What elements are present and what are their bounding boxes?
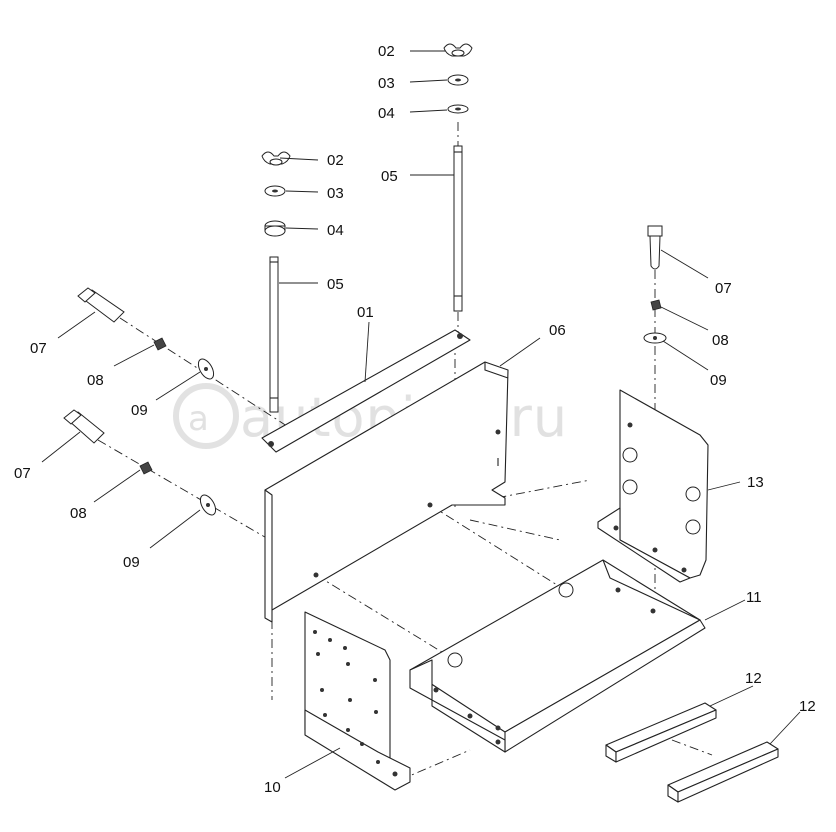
label-07-left-upper: 07 — [30, 340, 47, 357]
svg-text:a: a — [188, 399, 210, 439]
label-08-left-lower: 08 — [70, 505, 87, 522]
label-04-upper: 04 — [378, 105, 395, 122]
label-03-upper: 03 — [378, 75, 395, 92]
part-01-strap — [261, 329, 471, 453]
label-05-upper: 05 — [381, 168, 398, 185]
part-number-labels: 01 02 03 04 05 02 03 04 05 06 07 08 09 0… — [14, 43, 816, 796]
label-05-left: 05 — [327, 276, 344, 293]
label-08-left-upper: 08 — [87, 372, 104, 389]
label-04-left: 04 — [327, 222, 344, 239]
upper-stud-stack — [443, 43, 473, 312]
label-11: 11 — [746, 589, 762, 606]
label-03-left: 03 — [327, 185, 344, 202]
right-bolt-set — [643, 225, 667, 344]
label-06: 06 — [549, 322, 566, 339]
left-bolt-set-lower — [63, 409, 217, 516]
label-02-upper: 02 — [378, 43, 395, 60]
part-11-base-tray — [409, 559, 706, 753]
label-12-a: 12 — [745, 670, 762, 687]
part-12-pad-a — [605, 702, 717, 763]
left-bolt-set-upper — [77, 287, 215, 380]
label-13: 13 — [747, 474, 764, 491]
label-08-right: 08 — [712, 332, 729, 349]
part-06-main-bracket — [264, 361, 509, 623]
part-10-front-plate — [304, 611, 411, 791]
label-10: 10 — [264, 779, 281, 796]
label-02-left: 02 — [327, 152, 344, 169]
part-13-side-bracket — [597, 389, 709, 583]
part-12-pad-b — [667, 741, 779, 803]
label-01: 01 — [357, 304, 374, 321]
leader-lines — [41, 50, 801, 779]
label-07-right: 07 — [715, 280, 732, 297]
label-09-left-upper: 09 — [131, 402, 148, 419]
label-09-left-lower: 09 — [123, 554, 140, 571]
left-stud-stack — [261, 151, 291, 413]
label-07-left-lower: 07 — [14, 465, 31, 482]
label-09-right: 09 — [710, 372, 727, 389]
label-12-b: 12 — [799, 698, 816, 715]
